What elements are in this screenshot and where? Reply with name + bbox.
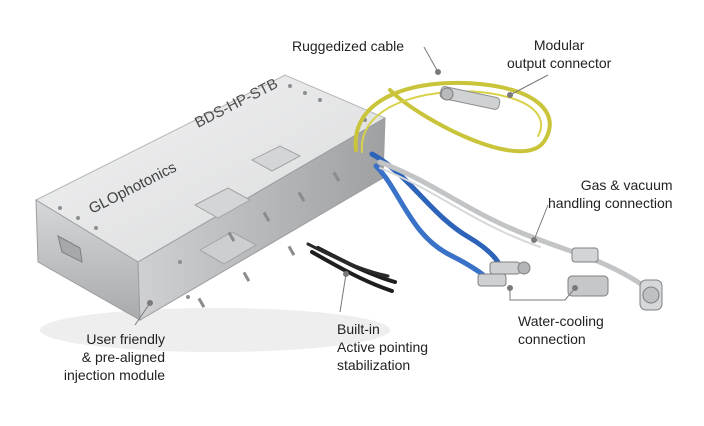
label-line: Modular [533, 37, 585, 53]
label-line: Water-cooling [518, 313, 604, 329]
label-line: output connector [507, 55, 612, 71]
label-injection-module: User friendly & pre-aligned injection mo… [10, 330, 165, 384]
top-panel [250, 145, 302, 172]
ground-shadow [40, 308, 390, 352]
label-line: Built-in [337, 321, 380, 337]
water-hoses [369, 151, 503, 283]
label-modular-output: Modular output connector [507, 36, 611, 72]
label-line: handling connection [548, 195, 673, 211]
label-line: & pre-aligned [81, 349, 165, 365]
gas-fittings [567, 247, 663, 311]
label-line: stabilization [337, 357, 411, 373]
active-pointing-cables [306, 242, 397, 293]
label-line: connection [518, 331, 586, 347]
leader-lines [134, 46, 578, 326]
label-line: User friendly [86, 331, 165, 347]
label-line: Gas & vacuum [580, 177, 673, 193]
label-water-cooling: Water-cooling connection [518, 312, 604, 348]
top-panel [193, 187, 252, 219]
water-fittings [477, 261, 531, 287]
output-connector [439, 86, 501, 110]
label-line: Active pointing [337, 339, 429, 355]
label-active-pointing: Built-in Active pointing stabilization [337, 320, 428, 374]
injection-handle [57, 235, 83, 263]
label-gas-vacuum: Gas & vacuum handling connection [548, 176, 673, 212]
label-ruggedized-cable: Ruggedized cable [292, 37, 404, 55]
label-line: Ruggedized cable [292, 38, 405, 54]
gas-line [377, 159, 653, 293]
laser-housing [34, 74, 387, 321]
label-line: injection module [63, 367, 165, 383]
top-panel [198, 231, 258, 265]
